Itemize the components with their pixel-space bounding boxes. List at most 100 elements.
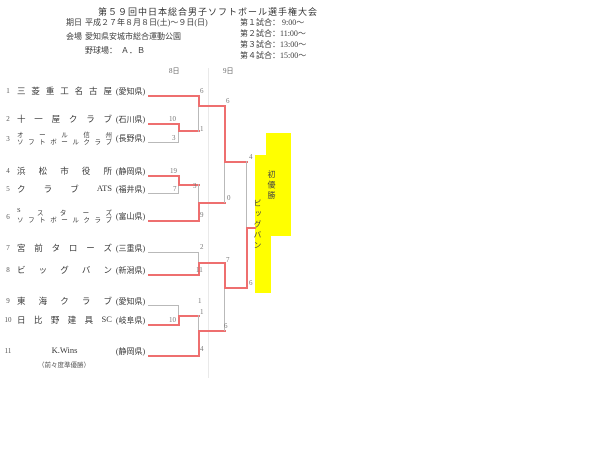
score: 1 (200, 308, 204, 316)
champion-highlight (255, 155, 271, 293)
bracket-line (178, 175, 180, 185)
team-prefecture: (静岡県) (115, 347, 146, 356)
team-name-line2: ソフトボールクラブ (17, 217, 112, 224)
score: 19 (170, 167, 177, 175)
team-number: 4 (6, 167, 10, 175)
score: 1 (198, 297, 202, 305)
schedule-line: 第２試合：11:00～ (240, 29, 306, 38)
team-row: 2 十一屋クラブ (石川県) (0, 113, 150, 125)
score: 7 (173, 185, 177, 193)
team-prefecture: (岐阜県) (115, 316, 146, 325)
bracket-line (148, 123, 178, 125)
bracket-line (198, 106, 199, 132)
schedule-line: 第３試合：13:00～ (240, 40, 307, 49)
team-prefecture: (新潟県) (115, 266, 146, 275)
team-prefecture: (愛知県) (115, 87, 146, 96)
bracket-line (148, 252, 198, 253)
bracket-line (198, 263, 200, 276)
team-name: 十一屋クラブ (17, 114, 112, 124)
bracket-line (224, 262, 226, 288)
bracket-line (198, 315, 199, 331)
bracket-line (198, 184, 199, 203)
bracket-line (178, 130, 200, 132)
team-row: 4 浜松市役所 (静岡県) (0, 165, 150, 177)
date-value: 平成２７年８月８日(土)～９日(日) (85, 18, 208, 27)
team-row: 7 宮前タローズ (三重県) (0, 242, 150, 254)
bracket-line (198, 252, 199, 263)
score: 4 (249, 153, 253, 161)
team-prefecture: (福井県) (115, 185, 146, 194)
score: 0 (227, 194, 231, 202)
score: 7 (226, 256, 230, 264)
score: 4 (200, 345, 204, 353)
bracket-line (148, 220, 198, 222)
bracket-line (178, 305, 179, 316)
team-number: 11 (4, 347, 12, 355)
team-number: 7 (6, 244, 10, 252)
team-row: 3 オール信州 ソフトボールクラブ (長野県) (0, 129, 150, 146)
team-name: 東海クラブ (17, 296, 112, 306)
bracket-line (178, 316, 180, 326)
bracket-line (224, 162, 225, 203)
team-number: 2 (6, 115, 10, 123)
round-divider-line (208, 68, 209, 378)
team-number: 9 (6, 297, 10, 305)
team-number: 5 (6, 185, 10, 193)
bracket-line (224, 105, 226, 162)
team-number: 6 (6, 213, 10, 221)
team-row: 11 K.Wins (静岡県) (0, 345, 150, 357)
team-name: ビッグバン (17, 265, 112, 275)
date-label: 期日 (66, 18, 82, 27)
bracket-line (246, 228, 248, 289)
schedule-line: 第１試合： 9:00～ (240, 18, 305, 27)
champion-line (246, 227, 256, 229)
team-number: 3 (6, 135, 10, 143)
bracket-line (178, 131, 179, 143)
bracket-line (224, 161, 248, 163)
score: 6 (226, 97, 230, 105)
bracket-line (148, 95, 198, 97)
bracket-line (148, 355, 198, 357)
team-name: 浜松市役所 (17, 166, 112, 176)
score: 3 (172, 134, 176, 142)
bracket-line (178, 315, 200, 317)
score: 2 (200, 243, 204, 251)
score: 10 (169, 115, 176, 123)
bracket-line (148, 324, 178, 326)
bracket-line (148, 175, 178, 177)
team-prefecture: (愛知県) (115, 297, 146, 306)
score: 10 (169, 316, 176, 324)
bracket-line (224, 288, 225, 331)
team-prefecture: (三重県) (115, 244, 146, 253)
bracket-line (198, 330, 226, 332)
score: 11 (196, 266, 203, 274)
bracket-line (148, 193, 178, 194)
team-prefecture: (石川県) (115, 115, 146, 124)
bracket-line (178, 185, 179, 194)
team-number: 8 (6, 266, 10, 274)
venue-label: 会場 (66, 32, 82, 41)
bracket-line (246, 161, 247, 228)
score: 3 (193, 182, 197, 190)
team-row: 1 三菱重工名古屋 (愛知県) (0, 85, 150, 97)
team-prefecture: (富山県) (115, 212, 146, 221)
score: 6 (224, 322, 228, 330)
page-title: 第５９回中日本総合男子ソフトボール選手権大会 (97, 7, 318, 17)
bracket-line (198, 105, 226, 107)
bracket-line (148, 142, 178, 143)
bracket-line (198, 262, 226, 264)
score: 9 (200, 211, 204, 219)
score: 6 (249, 279, 253, 287)
round-label-day9: 9日 (223, 67, 234, 75)
team-prefecture: (長野県) (115, 134, 146, 143)
team-note: （前々度準優勝） (38, 362, 90, 369)
team-prefecture: (静岡県) (115, 167, 146, 176)
bracket-line (198, 95, 200, 106)
team-name: 宮前タローズ (17, 243, 112, 253)
champion-result: 初優勝 (267, 170, 276, 202)
bracket-line (178, 123, 180, 131)
